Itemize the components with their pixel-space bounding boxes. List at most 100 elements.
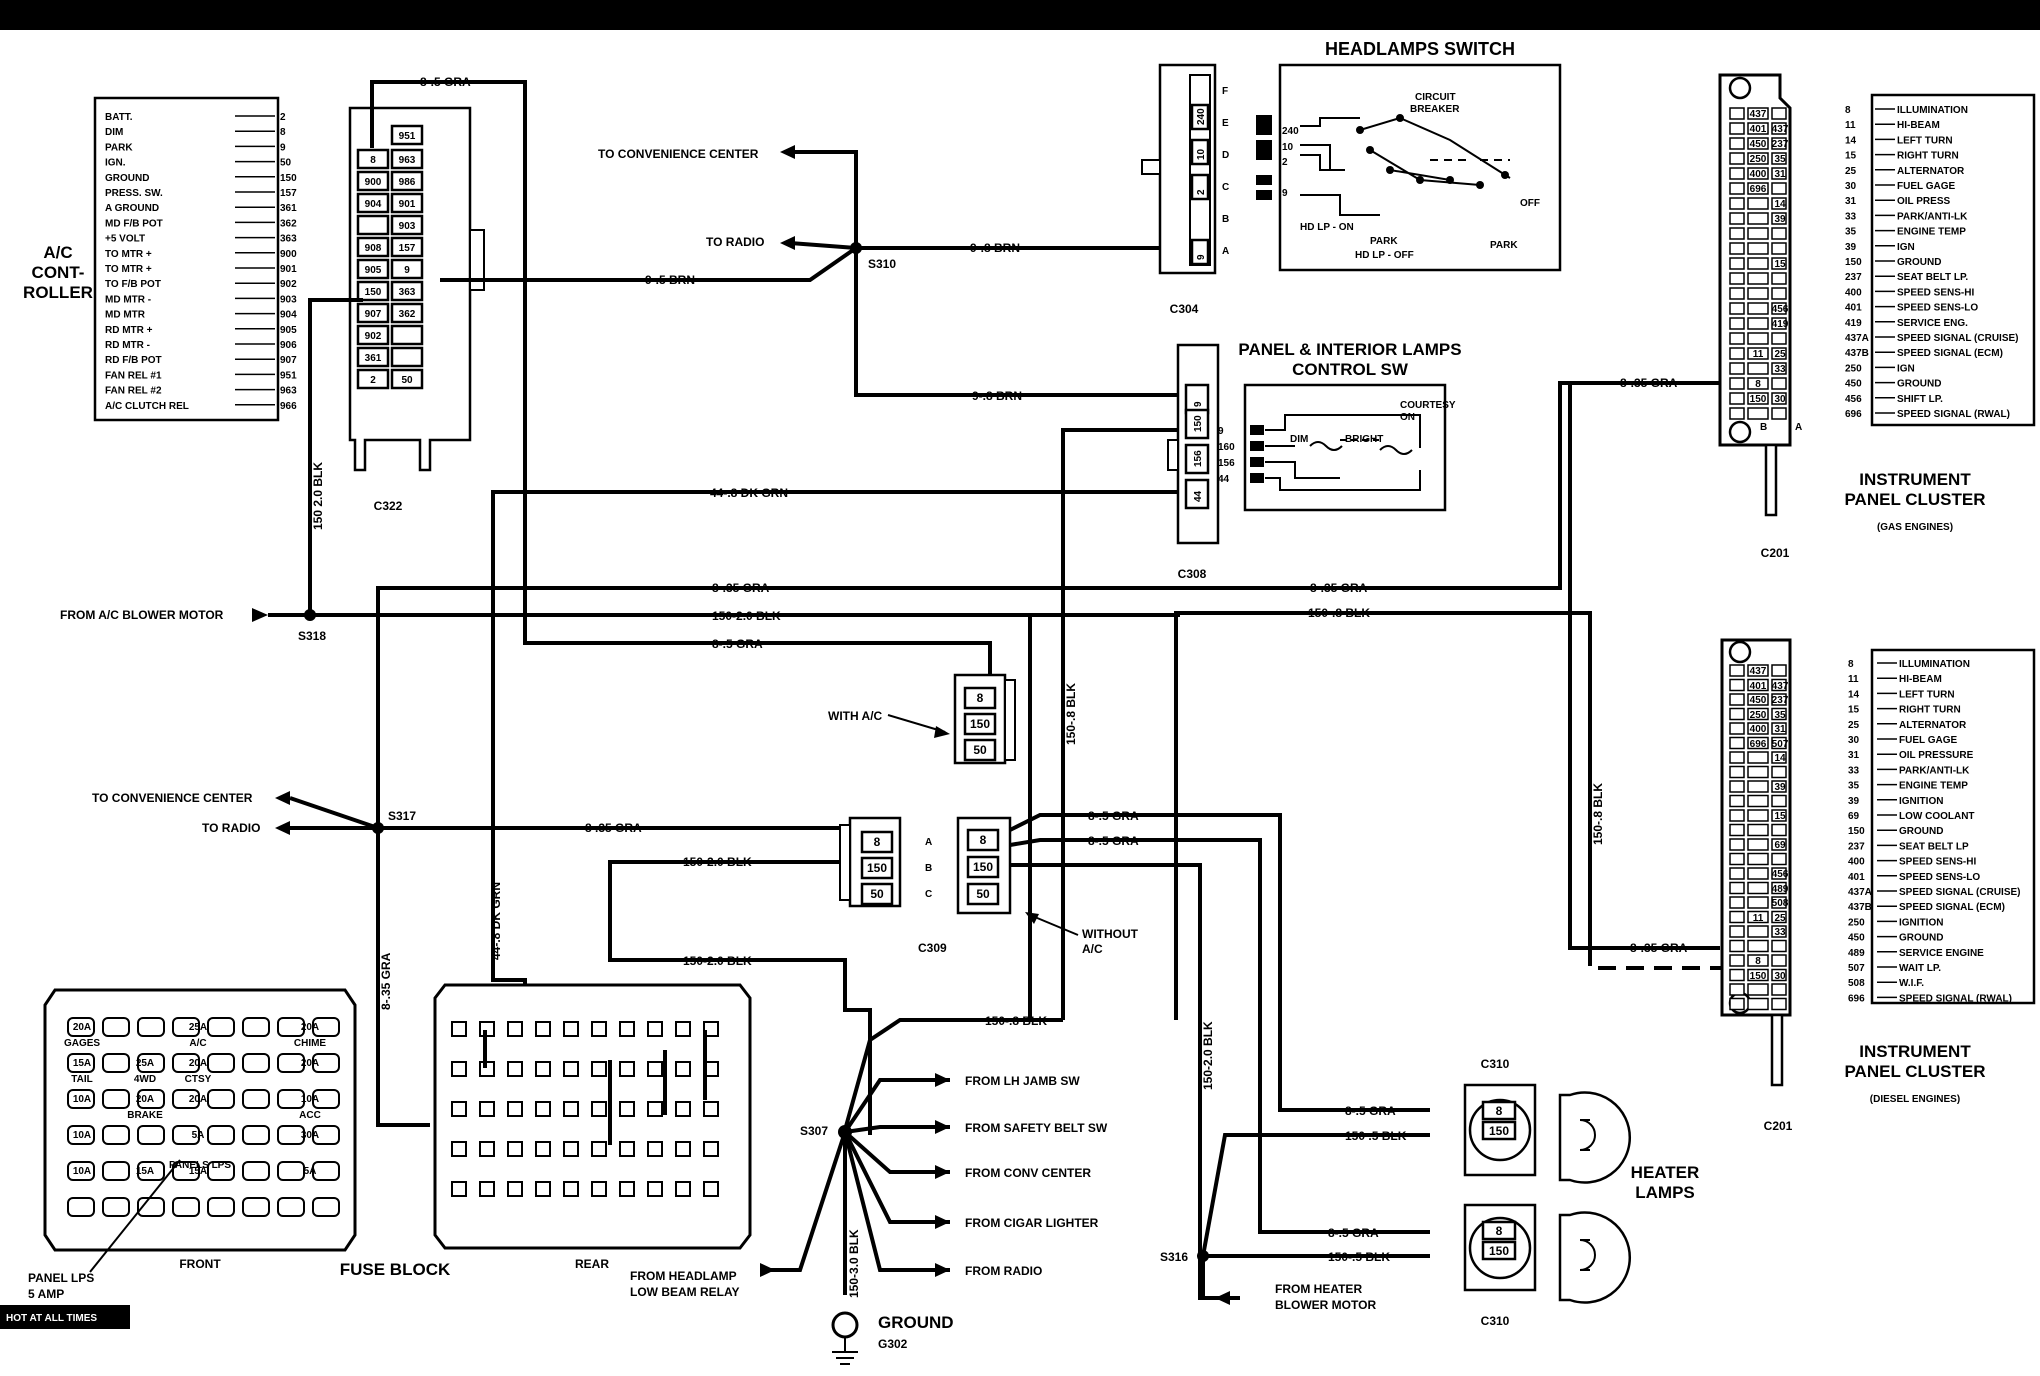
hot-at-all-times-banner — [0, 1305, 130, 1329]
fuse-slot — [242, 1197, 270, 1217]
branch-arrow — [935, 1120, 950, 1134]
rear-cavity — [563, 1101, 579, 1117]
c322-cell-label: 908 — [365, 243, 382, 254]
gas-cell-a — [1747, 257, 1769, 270]
label-150-8-blk-s307: 150-.8 BLK — [985, 1014, 1047, 1028]
fuse-slot — [137, 1125, 165, 1145]
fuse-slot — [172, 1161, 200, 1181]
gas-cell-label: 8 — [1755, 379, 1761, 390]
ac-pin-number: 963 — [280, 386, 297, 397]
cluster-gas-letter-a: A — [1795, 422, 1802, 433]
fuse-label: 30A — [301, 1130, 319, 1141]
rear-cavity — [535, 1101, 551, 1117]
fuse-slot — [102, 1125, 130, 1145]
c309a-cell — [963, 712, 997, 736]
diesel-cell-b — [1729, 794, 1745, 808]
gas-cell-c — [1771, 197, 1787, 210]
fuse-slot — [102, 1197, 130, 1217]
rear-cavity — [619, 1061, 635, 1077]
label-8-35-gra-c: 8-.35 GRA — [1620, 376, 1678, 390]
rear-cavity — [675, 1141, 691, 1157]
fuse-slot — [67, 1161, 95, 1181]
diesel-cell-b — [1729, 693, 1745, 706]
c309c-cell — [966, 882, 1000, 906]
hs-pin — [1256, 115, 1272, 125]
ac-pin-number: 901 — [280, 264, 297, 275]
c310-cell-label: 150 — [1489, 1244, 1509, 1258]
rear-cavity — [479, 1141, 495, 1157]
rear-cavity — [591, 1021, 607, 1037]
gas-cell-a — [1747, 212, 1769, 225]
rear-cavity — [619, 1141, 635, 1157]
c304-cell-label: 9 — [1196, 254, 1207, 260]
cluster-diesel-title-1: INSTRUMENT — [1859, 1042, 1971, 1061]
label-with-ac: WITH A/C — [828, 709, 883, 723]
ac-pin-name: PRESS. SW. — [105, 188, 163, 199]
gas-cell-a — [1747, 287, 1769, 300]
c304-cell — [1190, 238, 1210, 266]
c322-cell — [390, 192, 424, 214]
ac-pin-number: 50 — [280, 158, 292, 169]
gas-pin-num: 250 — [1845, 363, 1862, 374]
c308-cell — [1184, 478, 1210, 510]
ac-pin-name: FAN REL #1 — [105, 370, 162, 381]
diesel-pin-num: 11 — [1848, 674, 1859, 685]
c322-cell — [356, 170, 390, 192]
c322-cell — [390, 214, 424, 236]
gas-cell-b — [1729, 167, 1745, 180]
gas-cell-label: 30 — [1774, 394, 1786, 405]
gas-pin-name: GROUND — [1897, 379, 1941, 390]
diesel-cell-a — [1747, 983, 1769, 996]
rear-cavity — [675, 1101, 691, 1117]
diesel-cell-label: 237 — [1772, 695, 1789, 706]
c309a-cell-label: 8 — [977, 691, 984, 705]
gas-cell-c — [1771, 362, 1787, 375]
fuse-slot — [207, 1017, 235, 1037]
gas-cell-a — [1747, 197, 1769, 210]
diesel-cell-a — [1747, 809, 1769, 822]
rear-cavity — [507, 1021, 523, 1037]
fuse-label: 25A — [136, 1058, 154, 1069]
branch-label: FROM CIGAR LIGHTER — [965, 1216, 1099, 1230]
diesel-cell-b — [1729, 707, 1745, 721]
diesel-cell-a — [1747, 722, 1769, 735]
gas-cell-b — [1729, 317, 1745, 330]
diesel-pin-name: SPEED SENS-LO — [1899, 872, 1980, 883]
diesel-cell-a — [1747, 664, 1769, 677]
gas-cell-b — [1729, 137, 1745, 150]
cluster-gas-title-1: INSTRUMENT — [1859, 470, 1971, 489]
diesel-cell-c — [1771, 823, 1787, 837]
fuse-slot — [172, 1017, 200, 1037]
hs-note-circuit: CIRCUIT — [1415, 92, 1456, 103]
gas-cell-c — [1771, 392, 1787, 405]
c308-cell — [1184, 443, 1210, 475]
c309b-cell-label: 150 — [867, 861, 887, 875]
rear-cavity — [591, 1061, 607, 1077]
ac-pin-number: 905 — [280, 325, 297, 336]
gas-cell-c — [1771, 227, 1787, 240]
cluster-gas-title-2: PANEL CLUSTER — [1844, 490, 1985, 509]
fuse-sublabel: A/C — [189, 1038, 206, 1049]
rear-cavity — [479, 1101, 495, 1117]
diesel-cell-label: 696 — [1750, 739, 1767, 750]
gas-cell-a — [1747, 332, 1769, 345]
ps-pin — [1250, 473, 1264, 483]
fuse-label: 10A — [73, 1166, 91, 1177]
gas-cell-a — [1747, 392, 1769, 405]
diesel-cell-label: 69 — [1774, 840, 1786, 851]
fuse-label: 20A — [189, 1094, 207, 1105]
diesel-cell-c — [1771, 751, 1787, 764]
diesel-cell-b — [1729, 722, 1745, 735]
rear-cavity — [535, 1181, 551, 1197]
fuse-sublabel: CHIME — [294, 1038, 327, 1049]
diesel-pin-name: SPEED SENS-HI — [1899, 857, 1976, 868]
rear-cavity — [619, 1021, 635, 1037]
label-from-heater-blower-2: BLOWER MOTOR — [1275, 1298, 1376, 1312]
